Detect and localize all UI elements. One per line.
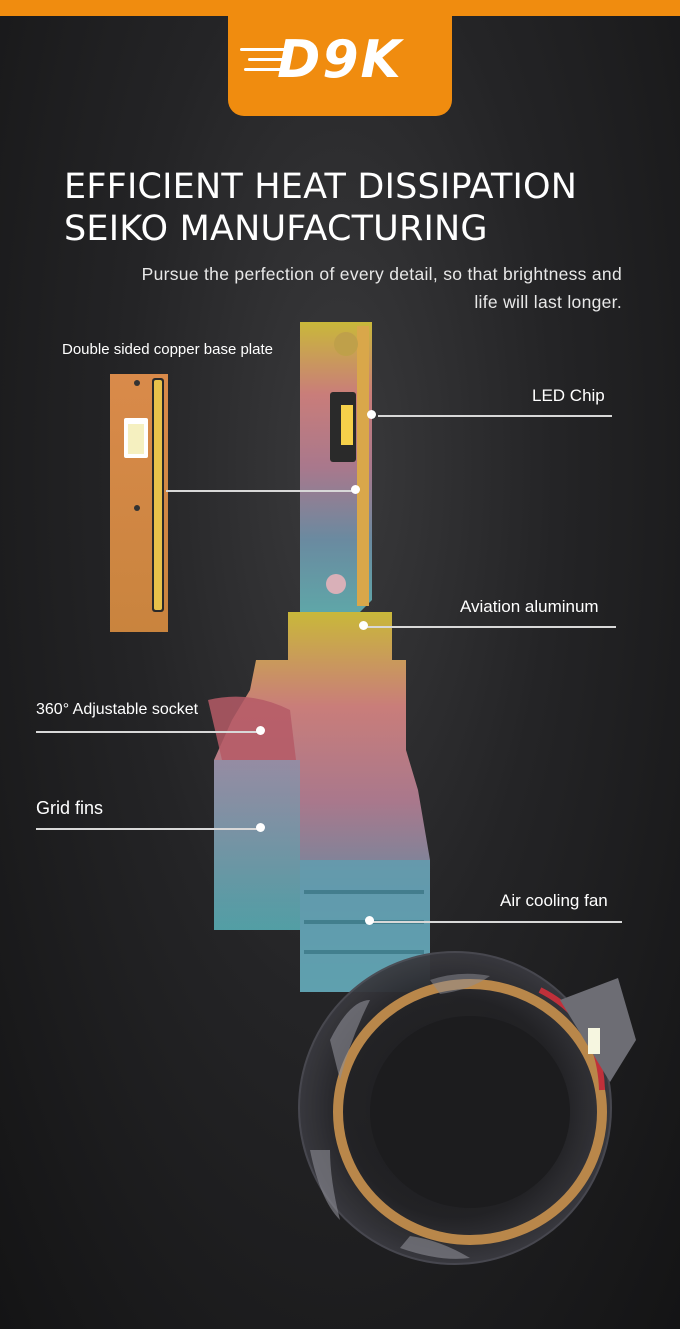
- headline-line2: SEIKO MANUFACTURING: [64, 209, 488, 249]
- aviation-aluminum-dot: [359, 621, 368, 630]
- brand-logo-tab: D9K: [228, 0, 452, 116]
- bulb-body: [208, 322, 430, 992]
- cooling-fan-label: Air cooling fan: [500, 891, 608, 910]
- cooling-fan-dot: [365, 916, 374, 925]
- led-chip-label: LED Chip: [532, 386, 605, 405]
- aviation-aluminum-label: Aviation aluminum: [460, 597, 599, 616]
- grid-fins-dot: [256, 823, 265, 832]
- headline-line1: EFFICIENT HEAT DISSIPATION: [64, 167, 578, 207]
- grid-fins-label: Grid fins: [36, 798, 104, 818]
- copper-plate-detail: [110, 374, 168, 632]
- aviation-aluminum-line: [364, 626, 616, 628]
- headline: EFFICIENT HEAT DISSIPATION SEIKO MANUFAC…: [64, 166, 577, 250]
- adjustable-socket-line: [36, 731, 260, 733]
- subline-line1: Pursue the perfection of every detail, s…: [141, 264, 622, 284]
- grid-fins-line: [36, 828, 260, 830]
- subline: Pursue the perfection of every detail, s…: [62, 260, 622, 316]
- adjustable-socket-dot: [256, 726, 265, 735]
- adjustable-socket-label: 360° Adjustable socket: [36, 701, 199, 718]
- copper-plate-dot: [351, 485, 360, 494]
- fan-bulb-illustration: [298, 951, 636, 1265]
- led-chip-line: [378, 415, 612, 417]
- copper-plate-line: [166, 490, 356, 492]
- subline-line2: life will last longer.: [474, 292, 622, 312]
- cooling-fan-line: [370, 921, 622, 923]
- led-chip-dot: [367, 410, 376, 419]
- speed-lines-icon: [240, 48, 288, 78]
- brand-logo: D9K: [277, 30, 403, 90]
- copper-plate-label: Double sided copper base plate: [62, 341, 273, 358]
